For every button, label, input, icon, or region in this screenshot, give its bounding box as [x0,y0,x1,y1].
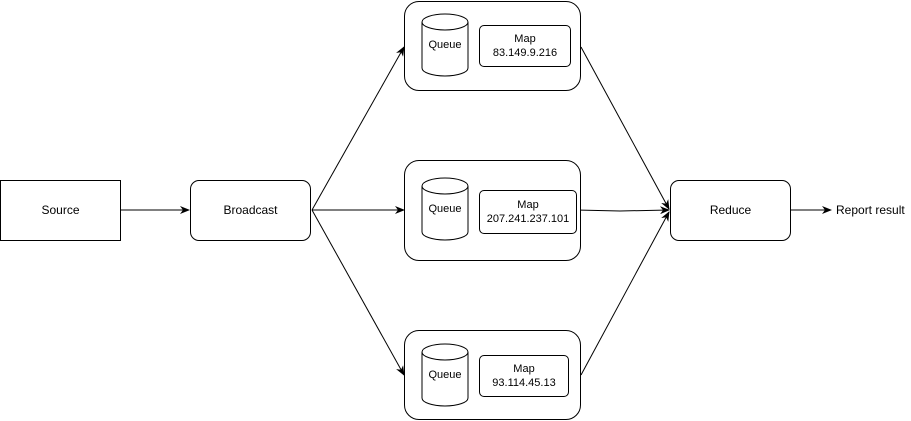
map-title-3: Map [513,363,535,375]
source-label: Source [41,203,80,217]
worker-group-2[interactable]: Queue Map 207.241.237.101 [404,160,581,261]
map-box-3[interactable]: Map 93.114.45.13 [479,355,569,397]
map-title-2: Map [517,199,539,211]
edge-broadcast-to-worker-1 [311,46,405,211]
map-box-2[interactable]: Map 207.241.237.101 [479,190,577,234]
reduce-node[interactable]: Reduce [670,180,791,241]
edge-worker-3-to-reduce [580,211,670,376]
map-title-1: Map [514,33,536,45]
queue-label-3: Queue [428,369,462,381]
worker-group-3[interactable]: Queue Map 93.114.45.13 [404,330,581,420]
edge-broadcast-to-worker-3 [311,209,405,376]
map-address-1: 83.149.9.216 [492,47,558,59]
worker-group-1[interactable]: Queue Map 83.149.9.216 [404,1,581,91]
report-result-label: Report result [836,203,905,217]
map-address-3: 93.114.45.13 [492,377,556,389]
broadcast-label: Broadcast [223,203,278,217]
edge-map-2-to-reduce [575,206,670,215]
queue-label-2: Queue [428,203,462,215]
queue-cylinder-3[interactable]: Queue [421,343,469,407]
queue-cylinder-2[interactable]: Queue [421,177,469,241]
reduce-label: Reduce [709,203,752,217]
database-icon [421,343,469,407]
edge-worker-1-to-reduce [580,46,670,210]
broadcast-node[interactable]: Broadcast [190,180,311,241]
queue-label-1: Queue [428,39,462,51]
database-icon [421,177,469,241]
map-address-2: 207.241.237.101 [486,213,570,225]
source-node[interactable]: Source [0,180,121,241]
database-icon [421,13,469,77]
queue-cylinder-1[interactable]: Queue [421,13,469,77]
map-box-1[interactable]: Map 83.149.9.216 [479,25,571,67]
